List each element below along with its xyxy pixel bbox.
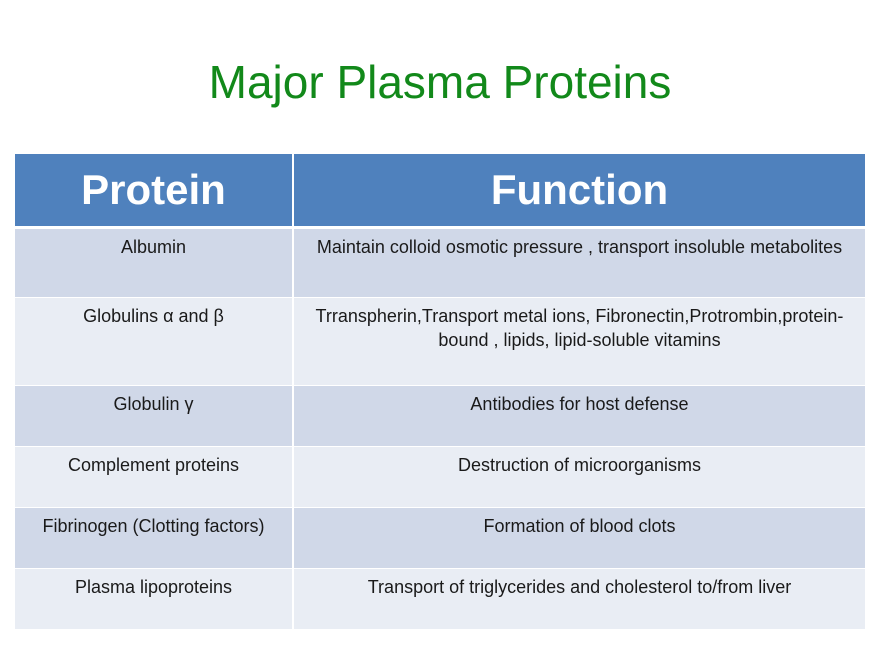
- table-row: Globulins α and β Trranspherin,Transport…: [15, 297, 865, 386]
- slide-title: Major Plasma Proteins: [208, 56, 672, 108]
- protein-cell: Complement proteins: [15, 446, 294, 508]
- function-cell: Formation of blood clots: [293, 507, 865, 569]
- function-cell: Maintain colloid osmotic pressure , tran…: [293, 227, 865, 298]
- table-row: Albumin Maintain colloid osmotic pressur…: [15, 227, 865, 298]
- table-row: Fibrinogen (Clotting factors) Formation …: [15, 507, 865, 569]
- table-row: Plasma lipoproteins Transport of triglyc…: [15, 568, 865, 630]
- function-cell: Antibodies for host defense: [293, 385, 865, 447]
- function-cell: Destruction of microorganisms: [293, 446, 865, 508]
- plasma-proteins-table: Protein Function Albumin Maintain colloi…: [15, 154, 865, 630]
- protein-cell: Albumin: [15, 227, 294, 298]
- protein-cell: Plasma lipoproteins: [15, 568, 294, 630]
- protein-cell: Globulin γ: [15, 385, 294, 447]
- function-cell: Trranspherin,Transport metal ions, Fibro…: [293, 297, 865, 386]
- protein-cell: Fibrinogen (Clotting factors): [15, 507, 294, 569]
- protein-cell: Globulins α and β: [15, 297, 294, 386]
- header-function: Function: [293, 154, 865, 229]
- table-row: Globulin γ Antibodies for host defense: [15, 385, 865, 447]
- table-header-row: Protein Function: [15, 154, 865, 229]
- function-cell: Transport of triglycerides and cholester…: [293, 568, 865, 630]
- header-protein: Protein: [15, 154, 294, 229]
- table-row: Complement proteins Destruction of micro…: [15, 446, 865, 508]
